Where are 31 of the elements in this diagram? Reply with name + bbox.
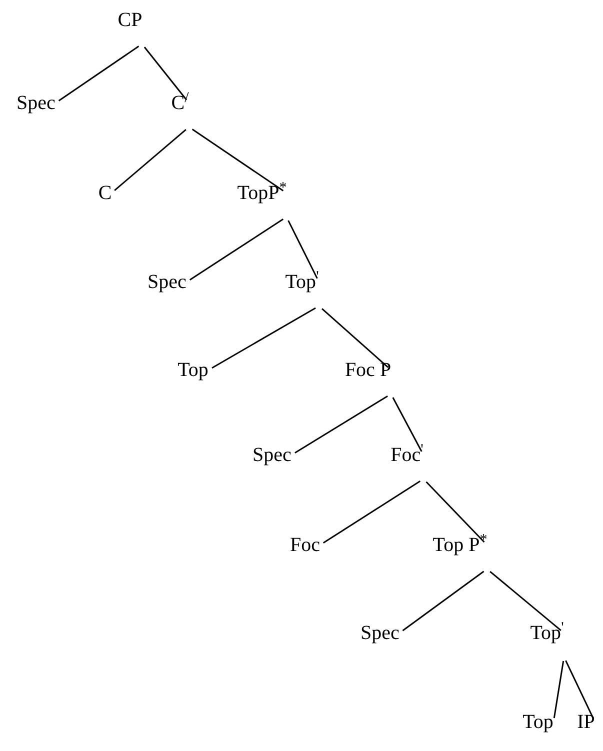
- tree-branch: [114, 129, 186, 191]
- tree-node-label: C: [98, 181, 112, 205]
- tree-branch: [322, 480, 421, 544]
- tree-branch: [58, 46, 140, 102]
- tree-node-label: Spec: [16, 91, 56, 115]
- tree-node-label: Spec: [148, 270, 186, 294]
- tree-node-label: Top$^{'}$: [530, 621, 564, 645]
- tree-branch: [192, 128, 284, 192]
- tree-node-label: Foc P: [344, 358, 392, 382]
- tree-node-label: Top: [178, 358, 208, 382]
- tree-node-label: Top P$^{*}$: [432, 533, 488, 557]
- tree-branch: [294, 395, 388, 454]
- tree-node-label: IP: [577, 710, 595, 734]
- tree-node-label: Foc$^{'}$: [390, 443, 424, 467]
- tree-node-label: Spec: [252, 443, 292, 467]
- tree-node-label: Spec: [360, 621, 400, 645]
- tree-branch: [426, 481, 485, 543]
- tree-node-label: Top: [522, 710, 554, 734]
- tree-node-label: Top$^{'}$: [285, 270, 319, 294]
- tree-branch: [392, 397, 422, 452]
- tree-branch: [322, 308, 388, 368]
- tree-branch: [288, 220, 318, 279]
- tree-branch: [553, 660, 564, 718]
- tree-branch: [212, 307, 316, 369]
- tree-branch: [144, 46, 188, 100]
- tree-node-label: Foc: [290, 533, 320, 557]
- tree-branch: [189, 218, 284, 280]
- tree-branch: [490, 570, 562, 632]
- tree-node-label: TopP$^{*}$: [237, 181, 287, 205]
- tree-node-label: CP: [118, 8, 142, 32]
- tree-branch: [402, 570, 484, 632]
